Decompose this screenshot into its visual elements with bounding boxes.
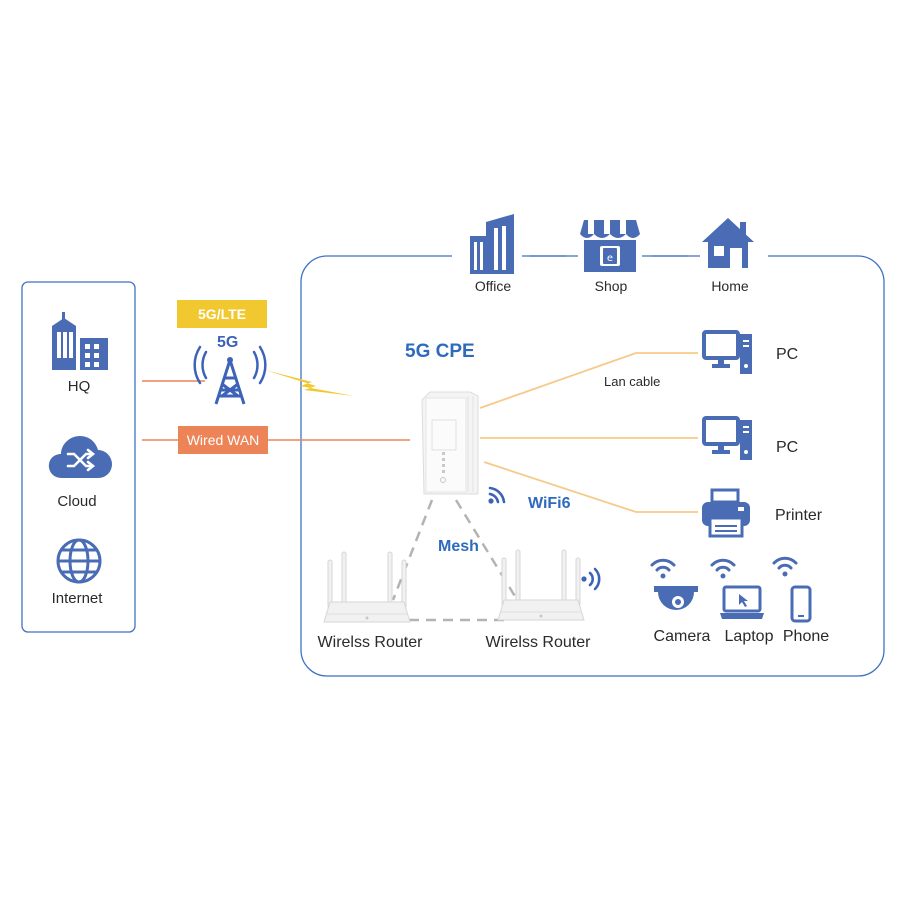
wireless-router-left[interactable]: [322, 548, 412, 632]
wifi-icon: [650, 558, 676, 579]
router-wifi-icon: [581, 567, 601, 591]
wireless-router-right[interactable]: [496, 546, 586, 630]
mesh-line-left: [391, 499, 434, 601]
printer-icon: [702, 488, 750, 538]
mesh-line-right: [454, 499, 518, 599]
hq-label: HQ: [67, 378, 91, 395]
pc2-label: PC: [776, 439, 799, 456]
cloud-label: Cloud: [57, 493, 97, 510]
shop-label: Shop: [594, 278, 628, 294]
camera-icon: [654, 586, 698, 610]
cloud-shuffle-icon: [48, 436, 112, 478]
laptop-icon: [720, 585, 764, 619]
office-label: Office: [474, 278, 512, 294]
phone-label: Phone: [782, 628, 830, 645]
wifi-icon: [772, 556, 798, 577]
tower-5g-badge: 5G: [217, 334, 239, 351]
lan-line-pc1: [479, 352, 698, 409]
home-icon: [702, 218, 754, 268]
wired-wan-tag: Wired WAN: [178, 426, 268, 454]
pc1-label: PC: [776, 346, 799, 363]
home-label: Home: [711, 278, 749, 294]
lan-line-printer: [483, 461, 698, 513]
internet-label: Internet: [51, 590, 103, 607]
pc-icon: [702, 416, 752, 460]
printer-label: Printer: [775, 507, 823, 524]
cpe-device[interactable]: [418, 390, 480, 498]
office-building-icon: [470, 214, 514, 274]
wifi6-label: WiFi6: [528, 495, 571, 512]
globe-icon: [56, 538, 102, 584]
router-right-label: Wirelss Router: [485, 634, 591, 651]
lan-cable-label: Lan cable: [604, 374, 661, 389]
pc-icon: [702, 330, 752, 374]
laptop-label: Laptop: [724, 628, 774, 645]
cell-tower-icon: [193, 345, 267, 405]
cpe-label: 5G CPE: [405, 341, 475, 362]
lte-tag: 5G/LTE: [177, 300, 267, 328]
mesh-label: Mesh: [438, 538, 479, 555]
camera-label: Camera: [653, 628, 711, 645]
left-panel-frame: [21, 281, 136, 633]
lightning-bolt: [265, 370, 354, 396]
shop-icon: e: [580, 220, 640, 272]
office-buildings-icon: [52, 312, 108, 370]
phone-icon: [790, 585, 812, 623]
svg-text:e: e: [607, 253, 613, 264]
wifi-icon: [710, 558, 736, 579]
router-left-label: Wirelss Router: [317, 634, 423, 651]
wifi-waves-icon: [488, 486, 506, 504]
